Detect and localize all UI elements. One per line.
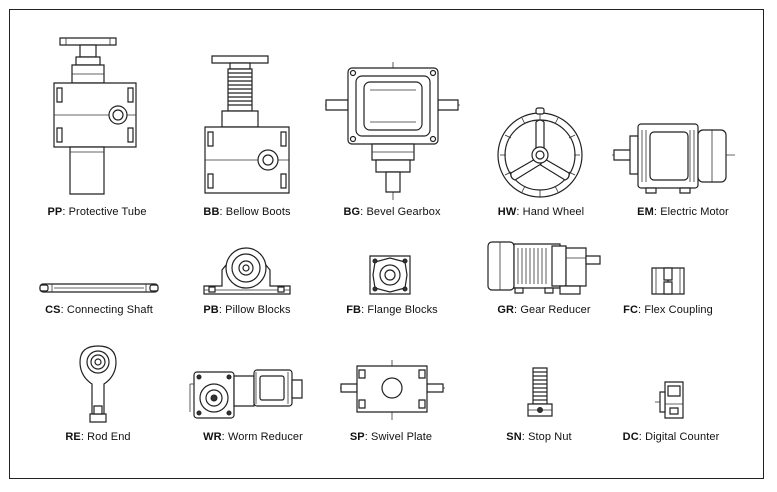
caption-hw: HW: Hand Wheel <box>497 206 585 218</box>
caption-pb: PB: Pillow Blocks <box>203 304 291 316</box>
caption-fc: FC: Flex Coupling <box>623 304 713 316</box>
caption-re: RE: Rod End <box>65 431 131 443</box>
caption-pp: PP: Protective Tube <box>47 206 147 218</box>
caption-dc: DC: Digital Counter <box>622 431 720 443</box>
diagram-frame <box>9 9 764 479</box>
caption-sn: SN: Stop Nut <box>506 431 572 443</box>
caption-bb: BB: Bellow Boots <box>203 206 291 218</box>
caption-fb: FB: Flange Blocks <box>346 304 438 316</box>
caption-em: EM: Electric Motor <box>637 206 729 218</box>
caption-wr: WR: Worm Reducer <box>203 431 303 443</box>
caption-cs: CS: Connecting Shaft <box>45 304 153 316</box>
caption-gr: GR: Gear Reducer <box>497 304 591 316</box>
caption-bg: BG: Bevel Gearbox <box>343 206 441 218</box>
caption-sp: SP: Swivel Plate <box>349 431 433 443</box>
